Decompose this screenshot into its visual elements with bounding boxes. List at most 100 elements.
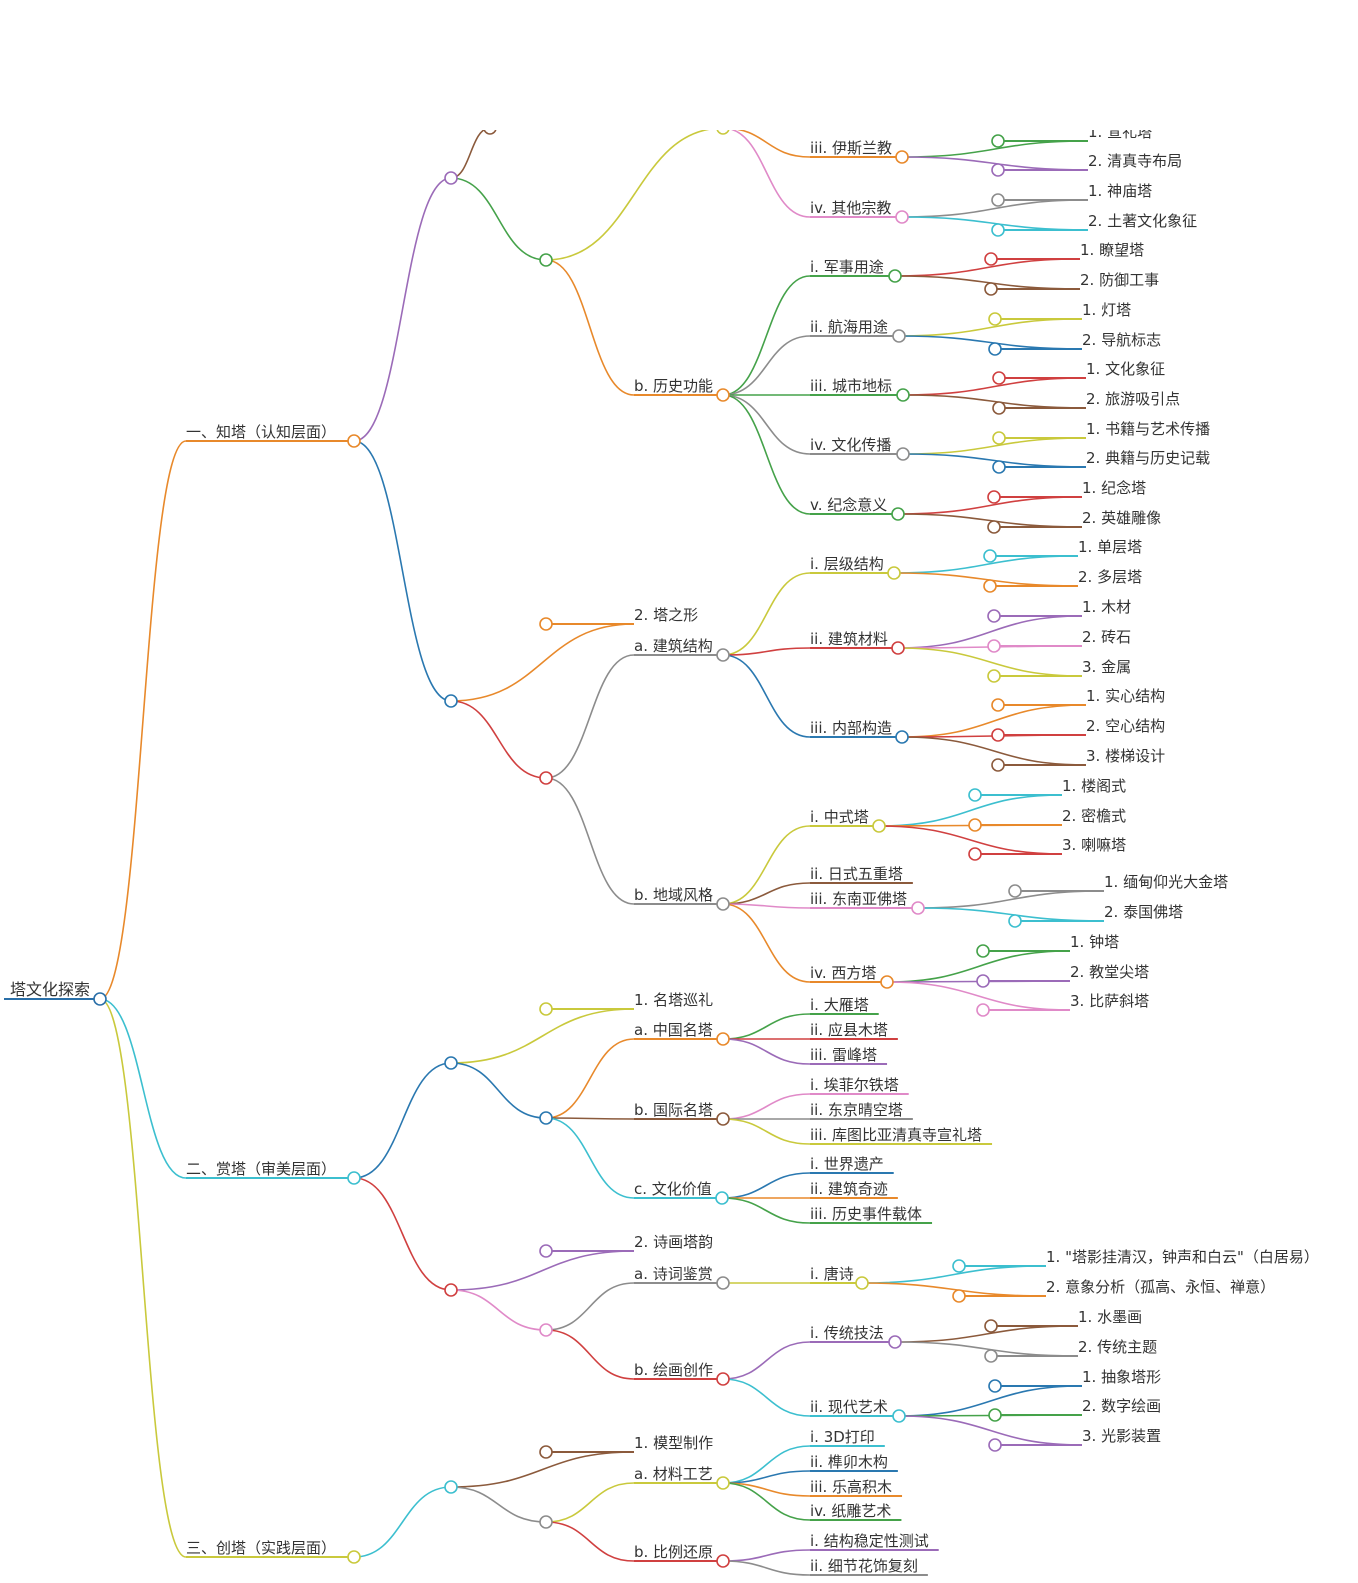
collapse-toggle-A1b[interactable]: [539, 253, 553, 267]
collapse-toggle-pa[interactable]: [716, 1372, 730, 1386]
link-mt4: [722, 1482, 811, 1521]
collapse-toggle-ab1a[interactable]: [983, 549, 997, 563]
collapse-toggle-C[interactable]: [347, 1550, 361, 1564]
collapse-toggle-ab2b[interactable]: [987, 639, 1001, 653]
node-label-hf5a: 1. 纪念塔: [1082, 479, 1146, 497]
collapse-toggle-B1t[interactable]: [539, 1002, 553, 1016]
collapse-toggle-r4[interactable]: [895, 210, 909, 224]
collapse-toggle-ab3[interactable]: [895, 730, 909, 744]
collapse-toggle-hf5a[interactable]: [987, 490, 1001, 504]
collapse-toggle-hf2[interactable]: [892, 329, 906, 343]
collapse-toggle-hf2b[interactable]: [988, 342, 1002, 356]
collapse-toggle-po[interactable]: [716, 1276, 730, 1290]
collapse-toggle-rs3a[interactable]: [1008, 884, 1022, 898]
collapse-toggle-pa2a[interactable]: [988, 1379, 1002, 1393]
collapse-toggle-cn[interactable]: [716, 1032, 730, 1046]
collapse-toggle-ab3b[interactable]: [991, 728, 1005, 742]
collapse-toggle-rs4c[interactable]: [976, 1003, 990, 1017]
collapse-toggle-pa2b[interactable]: [988, 1408, 1002, 1422]
collapse-toggle-sc[interactable]: [716, 1554, 730, 1568]
link-pa2a: [898, 1385, 1083, 1417]
collapse-toggle-ab2a[interactable]: [987, 609, 1001, 623]
collapse-toggle-B2t[interactable]: [539, 1244, 553, 1258]
link-A1: [353, 177, 452, 442]
node-label-ab3a: 1. 实心结构: [1086, 687, 1165, 705]
node-label-B2t: 2. 诗画塔韵: [634, 1233, 713, 1251]
collapse-toggle-B2c[interactable]: [539, 1323, 553, 1337]
collapse-toggle-hf1[interactable]: [888, 269, 902, 283]
collapse-toggle-hf5[interactable]: [891, 507, 905, 521]
collapse-toggle-B[interactable]: [347, 1171, 361, 1185]
collapse-toggle-r4b[interactable]: [991, 223, 1005, 237]
collapse-toggle-rs1a[interactable]: [968, 788, 982, 802]
node-label-hf4a: 1. 书籍与艺术传播: [1086, 420, 1210, 438]
node-label-hf5: v. 纪念意义: [810, 496, 887, 514]
collapse-toggle-po1[interactable]: [855, 1276, 869, 1290]
collapse-toggle-rs1[interactable]: [872, 819, 886, 833]
collapse-toggle-B1c[interactable]: [539, 1111, 553, 1125]
link-rs1: [722, 825, 811, 905]
node-label-hf1a: 1. 瞭望塔: [1080, 241, 1144, 259]
collapse-toggle-in[interactable]: [716, 1112, 730, 1126]
collapse-toggle-ab[interactable]: [716, 648, 730, 662]
collapse-toggle-hf1b[interactable]: [984, 282, 998, 296]
collapse-toggle-C1t[interactable]: [539, 1445, 553, 1459]
collapse-toggle-rs4b[interactable]: [976, 974, 990, 988]
collapse-toggle-pa1a[interactable]: [984, 1319, 998, 1333]
collapse-toggle-mt[interactable]: [716, 1476, 730, 1490]
collapse-toggle-r4a[interactable]: [991, 193, 1005, 207]
collapse-toggle-cv[interactable]: [715, 1191, 729, 1205]
node-label-hf3a: 1. 文化象征: [1086, 360, 1165, 378]
collapse-toggle-rs1c[interactable]: [968, 847, 982, 861]
collapse-toggle-ab2c[interactable]: [987, 669, 1001, 683]
collapse-toggle-po1a[interactable]: [952, 1259, 966, 1273]
collapse-toggle-hf[interactable]: [716, 388, 730, 402]
collapse-toggle-C1c[interactable]: [539, 1515, 553, 1529]
collapse-toggle-B1[interactable]: [444, 1056, 458, 1070]
collapse-toggle-r3b[interactable]: [991, 163, 1005, 177]
collapse-toggle-pa1b[interactable]: [984, 1349, 998, 1363]
collapse-toggle-hf4b[interactable]: [992, 460, 1006, 474]
collapse-toggle-A1x[interactable]: [483, 122, 497, 135]
collapse-toggle-ab1b[interactable]: [983, 579, 997, 593]
collapse-toggle-ab2[interactable]: [891, 641, 905, 655]
collapse-toggle-rs[interactable]: [716, 897, 730, 911]
collapse-toggle-C1[interactable]: [444, 1480, 458, 1494]
link-ab2: [722, 647, 811, 656]
node-label-ab2b: 2. 砖石: [1082, 628, 1131, 646]
node-label-cv3: iii. 历史事件载体: [810, 1205, 922, 1223]
collapse-toggle-ab1[interactable]: [887, 566, 901, 580]
collapse-toggle-hf3a[interactable]: [992, 371, 1006, 385]
collapse-toggle-hf2a[interactable]: [988, 312, 1002, 326]
collapse-toggle-r3a[interactable]: [991, 134, 1005, 148]
collapse-toggle-hf4a[interactable]: [992, 431, 1006, 445]
collapse-toggle-ab3a[interactable]: [991, 698, 1005, 712]
node-label-ab1a: 1. 单层塔: [1078, 538, 1142, 556]
collapse-toggle-ab3c[interactable]: [991, 758, 1005, 772]
collapse-toggle-pa2[interactable]: [892, 1409, 906, 1423]
collapse-toggle-rs3b[interactable]: [1008, 914, 1022, 928]
collapse-toggle-pa1[interactable]: [888, 1335, 902, 1349]
collapse-toggle-rs3[interactable]: [911, 901, 925, 915]
collapse-toggle-A2t[interactable]: [539, 617, 553, 631]
collapse-toggle-A1b1[interactable]: [716, 122, 730, 135]
collapse-toggle-root[interactable]: [93, 992, 107, 1006]
collapse-toggle-hf1a[interactable]: [984, 252, 998, 266]
collapse-toggle-pa2c[interactable]: [988, 1438, 1002, 1452]
collapse-toggle-po1b[interactable]: [952, 1289, 966, 1303]
collapse-toggle-rs1b[interactable]: [968, 818, 982, 832]
collapse-toggle-hf5b[interactable]: [987, 520, 1001, 534]
collapse-toggle-hf3[interactable]: [896, 388, 910, 402]
collapse-toggle-rs4a[interactable]: [976, 944, 990, 958]
collapse-toggle-A2[interactable]: [444, 694, 458, 708]
collapse-toggle-A2c[interactable]: [539, 771, 553, 785]
collapse-toggle-r3[interactable]: [895, 150, 909, 164]
collapse-toggle-B2[interactable]: [444, 1283, 458, 1297]
collapse-toggle-rs4[interactable]: [880, 975, 894, 989]
collapse-toggle-A1[interactable]: [444, 171, 458, 185]
collapse-toggle-A[interactable]: [347, 434, 361, 448]
collapse-toggle-hf3b[interactable]: [992, 401, 1006, 415]
link-mt: [545, 1482, 635, 1523]
collapse-toggle-hf4[interactable]: [896, 447, 910, 461]
